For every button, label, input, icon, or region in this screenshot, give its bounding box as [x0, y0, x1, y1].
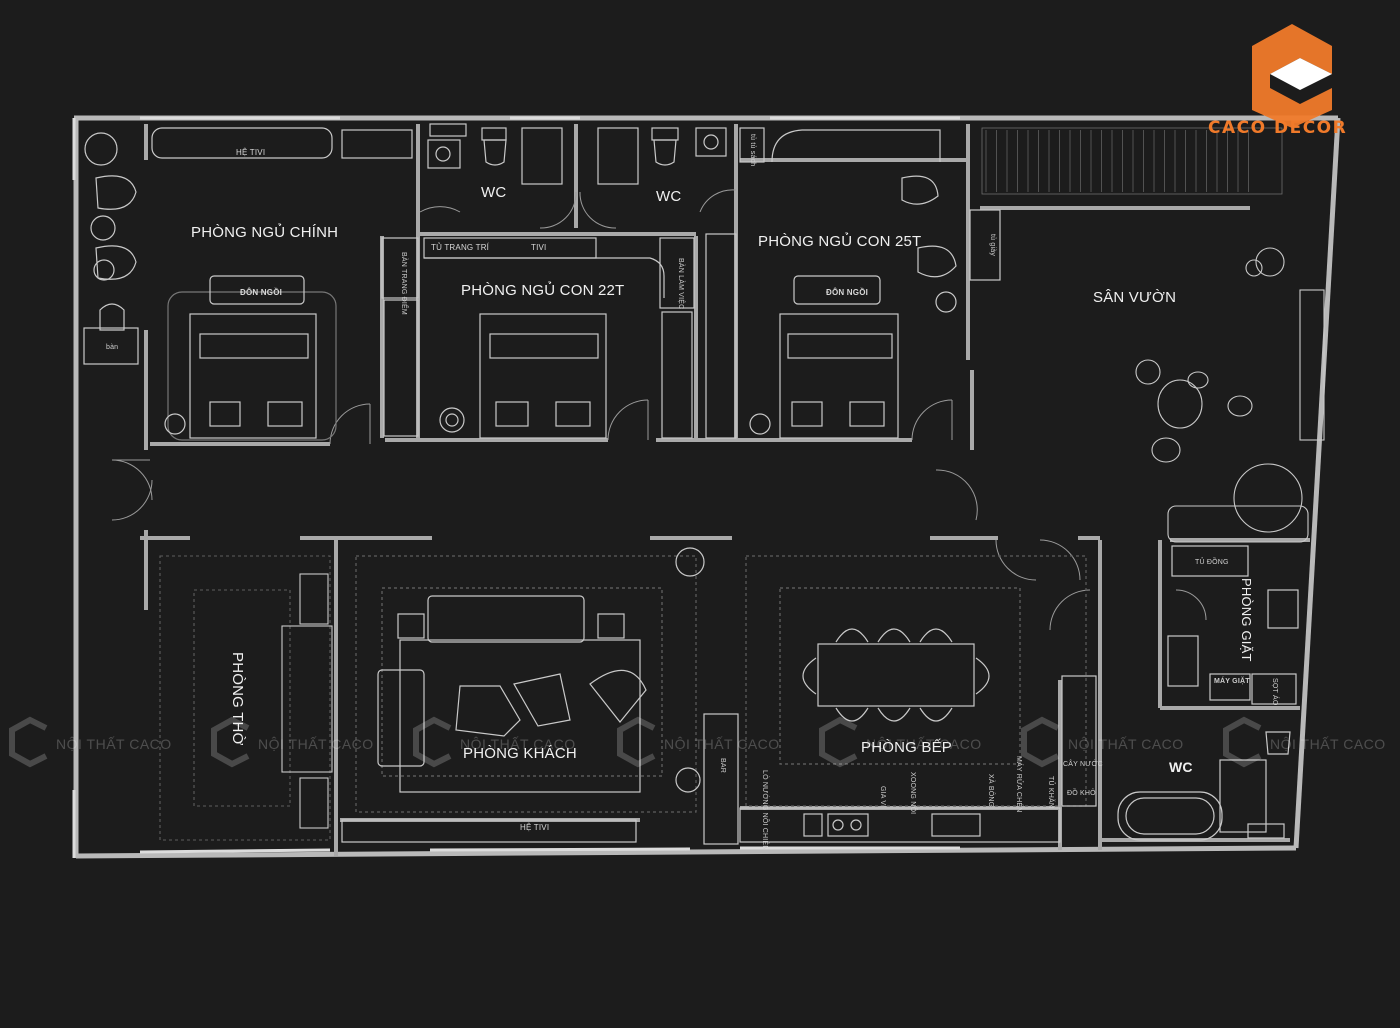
watermark-c-icon-4 [617, 716, 656, 768]
room-wc-3: WC [1169, 759, 1193, 775]
wc-top-fixtures [427, 123, 765, 185]
watermark-2: NỘI THẤT CACO [258, 736, 374, 752]
room-master-bedroom: PHÒNG NGỦ CHÍNH [191, 224, 339, 241]
kitchen-furniture [739, 555, 1097, 843]
stairs [981, 127, 1283, 195]
room-living: PHÒNG KHÁCH [463, 745, 577, 762]
watermark-c-icon-6 [1021, 716, 1060, 768]
room-bedroom-25: PHÒNG NGỦ CON 25T [758, 233, 922, 250]
watermark-c-icon-1 [9, 716, 48, 768]
label-tivi-22: TIVI [531, 243, 547, 252]
watermark-4: NỘI THẤT CACO [664, 736, 780, 752]
label-ottoman-25: ĐÔN NGỒI [826, 288, 869, 297]
watermark-7: NỘI THẤT CACO [1270, 736, 1386, 752]
living-room-furniture [341, 547, 739, 845]
label-desk-master: bàn [106, 344, 119, 351]
watermark-c-icon-5 [819, 716, 858, 768]
watermark-c-icon-3 [413, 716, 452, 768]
laundry-wc-fixtures [1117, 545, 1299, 841]
watermark-c-icon-7 [1223, 716, 1262, 768]
room-garden: SÂN VƯỜN [1093, 289, 1177, 306]
label-tv-living: HỆ TIVI [520, 823, 550, 832]
label-dry-food: ĐỒ KHÔ [1067, 790, 1096, 797]
room-bedroom-22: PHÒNG NGỦ CON 22T [461, 282, 625, 299]
worship-room [159, 555, 333, 841]
caco-logo-icon [1252, 24, 1332, 128]
room-kitchen: PHÒNG BẾP [861, 739, 952, 756]
brand-name: CACO DECOR [1208, 118, 1348, 138]
master-bedroom-furniture [83, 127, 419, 441]
room-wc-1: WC [481, 184, 507, 201]
room-wc-2: WC [656, 188, 682, 205]
label-deco-cabinet: TỦ TRANG TRÍ [431, 243, 490, 252]
label-water-tree: CÂY NƯỚC [1063, 761, 1103, 768]
label-ottoman-master: ĐÔN NGỒI [240, 288, 283, 297]
label-wardrobe-laundry: TỦ ĐỒNG [1195, 559, 1229, 566]
watermark-1: NỘI THẤT CACO [56, 736, 172, 752]
watermark-6: NỘI THẤT CACO [1068, 736, 1184, 752]
watermark-3: NỘI THẤT CACO [460, 736, 576, 752]
watermark-c-icon-2 [211, 716, 250, 768]
bedroom-25-furniture [749, 129, 1001, 439]
label-tv-master: HỆ TIVI [236, 148, 266, 157]
watermark-5: NỘI THẤT CACO [866, 736, 982, 752]
garden-furniture [1135, 247, 1325, 543]
label-washing-machine: MÁY GIẶT [1214, 678, 1250, 685]
bedroom-22-furniture [423, 233, 737, 439]
